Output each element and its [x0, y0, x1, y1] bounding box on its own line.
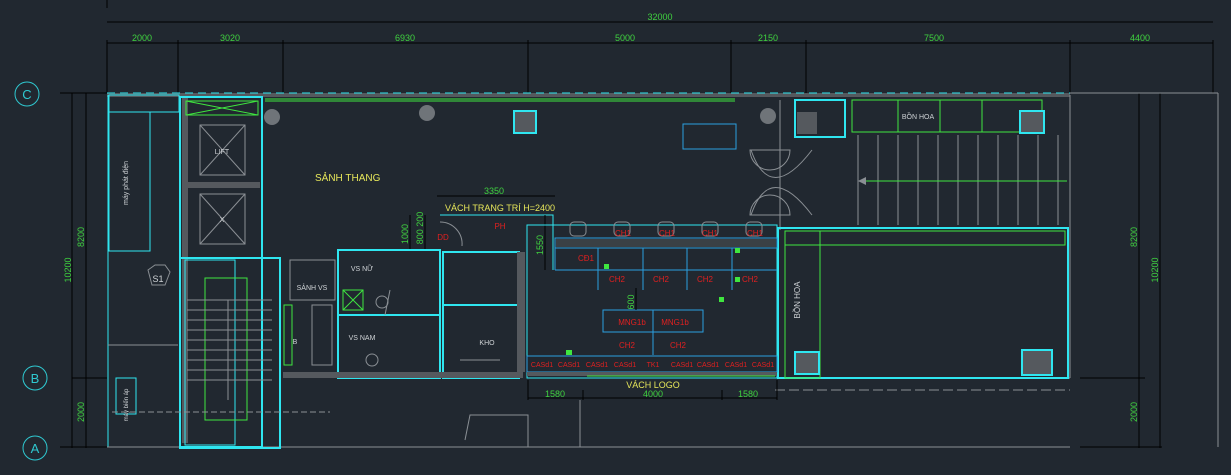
chair-ch2: CH2: [670, 341, 687, 350]
logo-wall-label: VÁCH LOGO: [626, 380, 680, 390]
svg-text:800 200: 800 200: [415, 212, 425, 245]
cabinet-casd1: CASd1: [671, 362, 693, 369]
planter-top-label: BỒN HOA: [902, 111, 935, 121]
right-dimensions: 8200 10200 2000: [1070, 92, 1219, 448]
dim-label: 5000: [615, 33, 635, 43]
furniture-labels: CH1 CH1 CH1 CH1 CĐ1 CH2 CH2 CH2 CH2 MNG1…: [531, 229, 774, 369]
desk-mng1b: MNG1b: [618, 318, 646, 327]
s1-label: S1: [152, 274, 163, 284]
svg-text:C: C: [22, 87, 31, 102]
grid-axis-b: B: [22, 365, 48, 391]
building-walls: máy phát điện LIFT X S1 máy biến áp: [107, 92, 1071, 449]
grid-axis-c: C: [14, 81, 40, 107]
cabinet-casd1: CASd1: [614, 362, 636, 369]
svg-text:B: B: [31, 371, 40, 386]
office-area: 600: [526, 221, 778, 379]
dim-label: 7500: [924, 33, 944, 43]
cabinet-casd1: CASd1: [725, 362, 747, 369]
cabinet-casd1: CASd1: [531, 362, 553, 369]
svg-text:3350: 3350: [484, 186, 504, 196]
lift-label: LIFT: [215, 149, 230, 156]
logo-wall-dimensions: VÁCH LOGO 1580 4000 1580: [527, 380, 778, 447]
restrooms: VS NỮ SẢNH VS VS NAM KHO B: [283, 249, 529, 447]
chair-ch2: CH2: [619, 341, 636, 350]
dim-label: 2000: [132, 33, 152, 43]
cabinet-casd1: CASd1: [586, 362, 608, 369]
svg-text:2000: 2000: [1129, 402, 1139, 422]
svg-text:4000: 4000: [643, 389, 663, 399]
generator-label: máy phát điện: [123, 161, 130, 205]
svg-text:1550: 1550: [535, 235, 545, 255]
chair-ch1: CH1: [615, 229, 632, 238]
cabinet-casd1: CASd1: [558, 362, 580, 369]
cabinet-casd1: CASd1: [752, 362, 774, 369]
dim-label: 4400: [1130, 33, 1150, 43]
svg-text:1580: 1580: [545, 389, 565, 399]
desk-mng1b: MNG1b: [661, 318, 689, 327]
lift-2-label: X: [220, 217, 225, 224]
wc-female-label: VS NỮ: [351, 264, 373, 273]
svg-text:8200: 8200: [1129, 227, 1139, 247]
b-label: B: [293, 339, 298, 346]
grid-axis-a: A: [22, 435, 48, 461]
overall-dimension: 32000: [647, 12, 672, 22]
chair-ch1: CH1: [747, 229, 764, 238]
svg-text:1000: 1000: [400, 224, 410, 244]
svg-text:A: A: [31, 441, 40, 456]
chair-ch2: CH2: [742, 275, 759, 284]
wc-lobby-label: SẢNH VS: [297, 283, 328, 292]
lobby-label: SẢNH THANG: [315, 171, 381, 184]
planter-side: BỒN HOA: [777, 227, 1069, 379]
svg-text:10200: 10200: [63, 257, 73, 282]
dim-label: 2150: [758, 33, 778, 43]
transformer-label: máy biến áp: [124, 388, 130, 421]
svg-text:2000: 2000: [76, 402, 86, 422]
svg-text:8200: 8200: [76, 227, 86, 247]
svg-text:1580: 1580: [738, 389, 758, 399]
left-dimensions: 10200 8200 2000: [60, 92, 107, 448]
planter-top: BỒN HOA: [794, 99, 1067, 225]
chair-ch2: CH2: [653, 275, 670, 284]
planter-side-label: BỒN HOA: [792, 281, 802, 319]
dim-label: 3020: [220, 33, 240, 43]
cabinet-casd1: CASd1: [697, 362, 719, 369]
cabinet-tk1: TK1: [647, 362, 660, 369]
svg-text:600: 600: [626, 294, 636, 309]
cabinet-cd1: CĐ1: [578, 254, 595, 263]
chair-ch1: CH1: [659, 229, 676, 238]
partition-label: VÁCH TRANG TRÍ H=2400: [445, 203, 555, 213]
storage-label: KHO: [479, 340, 495, 347]
decor: [264, 100, 813, 230]
dd-label: DD: [437, 233, 449, 242]
ph-label: PH: [494, 222, 505, 231]
top-dimension-row: 2000 3020 6930 5000 2150 7500 4400: [106, 33, 1214, 93]
dim-label: 6930: [395, 33, 415, 43]
chair-ch2: CH2: [697, 275, 714, 284]
svg-text:10200: 10200: [1150, 257, 1160, 282]
chair-ch2: CH2: [609, 275, 626, 284]
wc-male-label: VS NAM: [349, 335, 376, 342]
chair-ch1: CH1: [702, 229, 719, 238]
partition: 3350 VÁCH TRANG TRÍ H=2400 1000 800 200 …: [400, 186, 555, 270]
